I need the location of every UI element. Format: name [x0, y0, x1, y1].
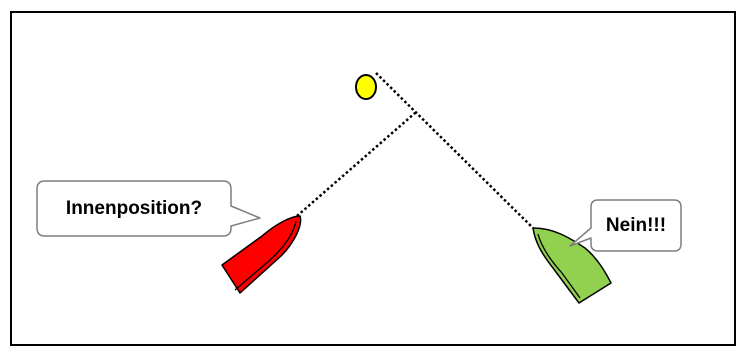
green-boat [532, 227, 612, 304]
diagram-frame [10, 11, 736, 346]
green-boat-speech-bubble: Nein!!! [569, 199, 682, 252]
green-boat-bubble-text: Nein!!! [606, 215, 666, 236]
red-boat-sheer-line [234, 220, 297, 291]
red-boat-speech-bubble: Innenposition? [36, 180, 261, 237]
red-boat [221, 215, 302, 294]
red-boat-course-line [296, 112, 416, 217]
red-boat-hull [221, 215, 302, 294]
mark-buoy [355, 74, 377, 100]
green-boat-course-line [375, 72, 534, 229]
green-boat-bubble-shape [569, 199, 682, 252]
red-boat-bubble-text: Innenposition? [66, 198, 202, 219]
green-boat-sheer-line [537, 233, 581, 299]
green-boat-hull [532, 227, 612, 304]
red-boat-bubble-shape [36, 180, 261, 237]
